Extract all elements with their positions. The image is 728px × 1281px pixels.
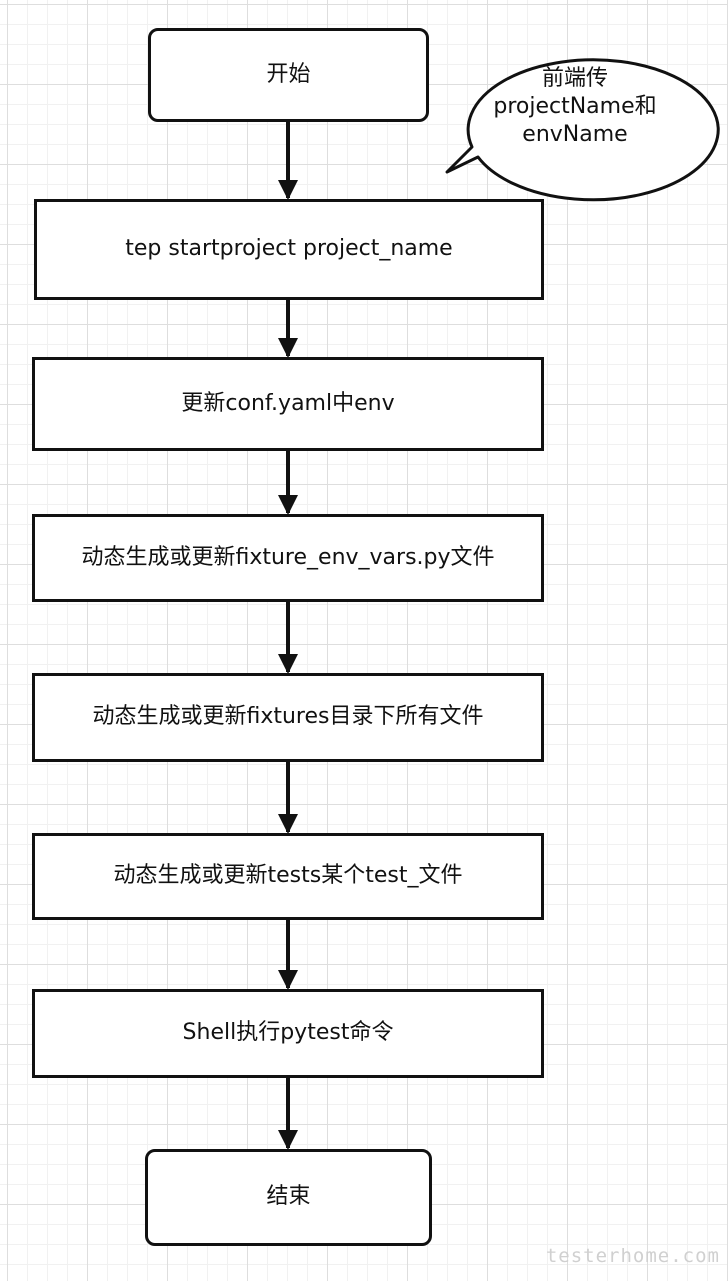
watermark: testerhome.com (545, 1245, 720, 1267)
step-label-update-conf: 更新conf.yaml中env (181, 390, 395, 416)
step-node-fixture-env-vars: 动态生成或更新fixture_env_vars.py文件 (32, 514, 544, 602)
step-node-fixtures-dir: 动态生成或更新fixtures目录下所有文件 (32, 673, 544, 762)
callout-line-2: projectName和 (493, 93, 657, 119)
start-node: 开始 (148, 28, 429, 122)
end-node: 结束 (145, 1149, 432, 1246)
callout-line-3: envName (522, 122, 628, 148)
callout-line-1: 前端传 (541, 65, 608, 91)
step-label-fixture-env-vars: 动态生成或更新fixture_env_vars.py文件 (81, 544, 495, 570)
step-node-shell-pytest: Shell执行pytest命令 (32, 989, 544, 1078)
callout-note: 前端传 projectName和 envName (462, 44, 688, 170)
start-label: 开始 (266, 61, 311, 87)
step-label-shell-pytest: Shell执行pytest命令 (182, 1020, 394, 1046)
step-node-update-conf: 更新conf.yaml中env (32, 357, 544, 451)
step-label-tests-file: 动态生成或更新tests某个test_文件 (113, 863, 463, 889)
end-label: 结束 (266, 1184, 311, 1210)
step-node-tests-file: 动态生成或更新tests某个test_文件 (32, 833, 544, 920)
step-node-startproject: tep startproject project_name (34, 199, 544, 300)
step-label-fixtures-dir: 动态生成或更新fixtures目录下所有文件 (92, 704, 484, 730)
step-label-startproject: tep startproject project_name (125, 236, 453, 262)
